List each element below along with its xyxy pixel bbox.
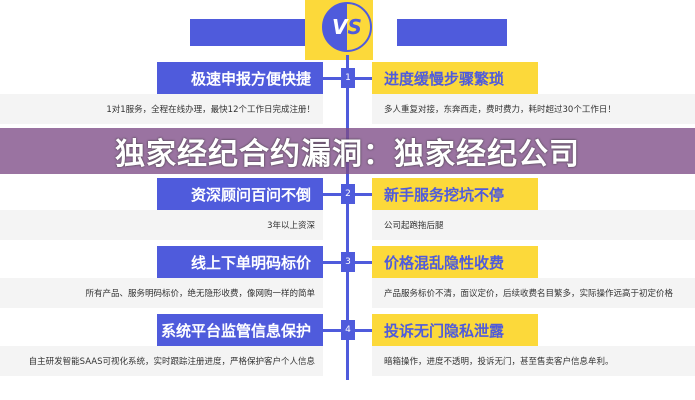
step-number: 4 <box>341 320 355 340</box>
left-header-block <box>190 19 305 46</box>
right-header-block <box>397 19 507 46</box>
advantage-title: 极速申报方便快捷 <box>157 62 323 94</box>
disadvantage-description: 产品服务标价不清，面议定价，后续收费名目繁多，实际操作远高于初定价格 <box>372 278 695 308</box>
advantage-title: 系统平台监管信息保护 <box>157 314 323 346</box>
disadvantage-description: 多人重复对接，东奔西走，费时费力，耗时超过30个工作日！ <box>372 94 695 124</box>
advantage-description: 3年以上资深 <box>0 210 323 240</box>
step-number: 1 <box>341 68 355 88</box>
disadvantage-title: 新手服务挖坑不停 <box>372 178 538 210</box>
title-banner: 独家经纪合约漏洞：独家经纪公司 <box>0 128 695 174</box>
advantage-title: 资深顾问百问不倒 <box>157 178 323 210</box>
advantage-description: 1对1服务，全程在线办理，最快12个工作日完成注册！ <box>0 94 323 124</box>
center-timeline <box>346 55 349 380</box>
disadvantage-title: 进度缓慢步骤繁琐 <box>372 62 538 94</box>
advantage-description: 所有产品、服务明码标价，绝无隐形收费，像网购一样的简单 <box>0 278 323 308</box>
disadvantage-title: 价格混乱隐性收费 <box>372 246 538 278</box>
step-number: 2 <box>341 184 355 204</box>
advantage-title: 线上下单明码标价 <box>157 246 323 278</box>
disadvantage-title: 投诉无门隐私泄露 <box>372 314 538 346</box>
step-number: 3 <box>341 252 355 272</box>
advantage-description: 自主研发智能SAAS可视化系统，实时跟踪注册进度，严格保护客户个人信息 <box>0 346 323 376</box>
disadvantage-description: 公司起跑拖后腿 <box>372 210 695 240</box>
disadvantage-description: 暗箱操作，进度不透明，投诉无门，甚至售卖客户信息牟利。 <box>372 346 695 376</box>
